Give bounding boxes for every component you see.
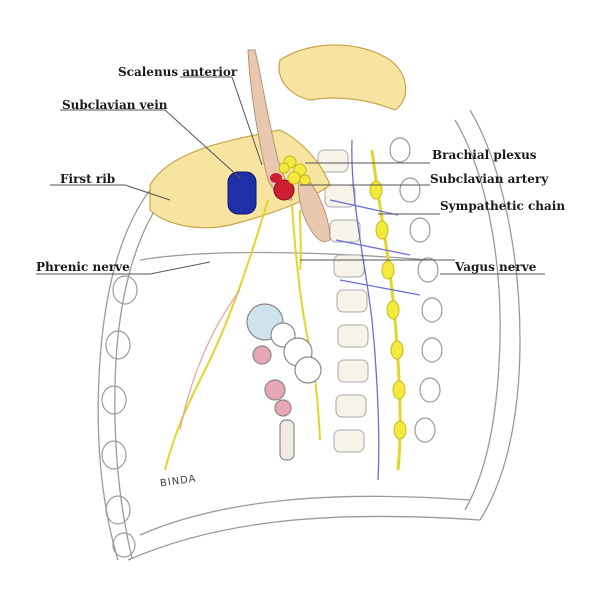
mediastinum-structures xyxy=(246,303,322,461)
sympathetic-chain xyxy=(369,149,407,471)
artery-branch xyxy=(270,173,282,183)
label-scalenus-anterior: Scalenus anterior xyxy=(118,65,238,79)
subclavian-artery xyxy=(273,179,295,201)
label-phrenic-nerve: Phrenic nerve xyxy=(36,260,130,274)
neck-muscle xyxy=(297,168,331,243)
label-sympathetic-chain: Sympathetic chain xyxy=(440,199,566,213)
clavicle xyxy=(278,44,407,111)
leader-lines xyxy=(36,76,545,275)
label-vagus-nerve: Vagus nerve xyxy=(455,260,537,274)
nerve-paths xyxy=(164,199,321,471)
label-first-rib: First rib xyxy=(60,172,116,186)
scalenus-anterior-muscle xyxy=(247,49,293,201)
pleura-line xyxy=(179,289,241,431)
subclavian-vein xyxy=(227,171,257,215)
label-subclavian-vein: Subclavian vein xyxy=(62,98,168,112)
intercostal-vessels xyxy=(329,139,421,481)
rib-cage xyxy=(97,109,521,561)
label-brachial-plexus: Brachial plexus xyxy=(432,148,537,162)
label-subclavian-artery: Subclavian artery xyxy=(430,172,549,186)
left-rib-rings xyxy=(101,275,138,558)
brachial-plexus xyxy=(278,155,311,186)
vertebral-column xyxy=(317,149,369,453)
right-rib-rings xyxy=(389,137,443,443)
